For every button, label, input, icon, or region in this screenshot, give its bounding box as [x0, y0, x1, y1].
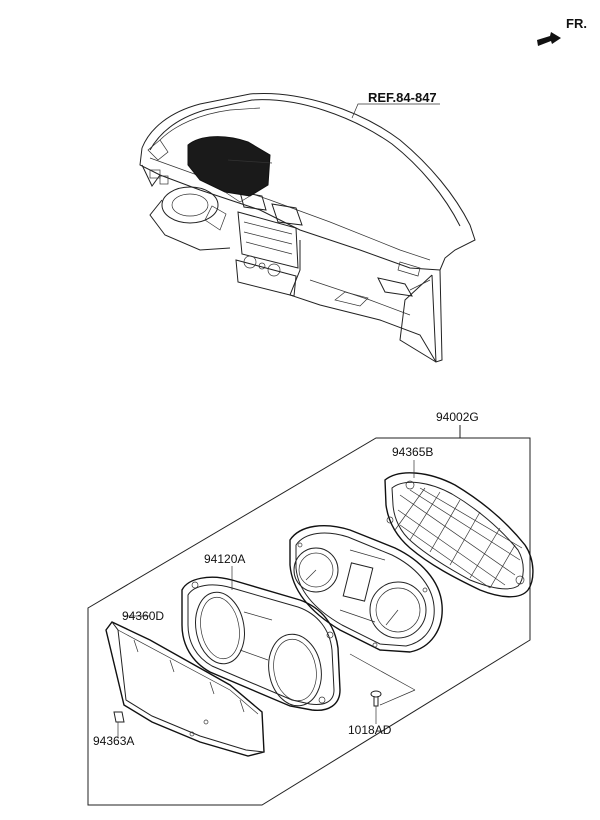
cluster-hood — [187, 136, 271, 197]
part-label-window-cover: 94360D — [122, 609, 164, 623]
assembly-bracket: 94002G — [87, 410, 531, 806]
ref-label: REF.84-847 — [368, 90, 437, 105]
part-label-screw: 1018AD — [348, 723, 392, 737]
window-cover: 94360D — [105, 609, 265, 757]
gauge-board — [289, 525, 443, 653]
clip: 94363A — [93, 711, 134, 748]
part-label-front-glass-case: 94120A — [204, 552, 245, 566]
direction-label: FR. — [566, 16, 587, 31]
arrow-right-icon — [537, 32, 561, 46]
part-label-assembly: 94002G — [436, 410, 479, 424]
direction-indicator: FR. — [537, 16, 587, 46]
front-glass-case: 94120A — [181, 552, 341, 712]
dashboard-illustration: REF.84-847 — [139, 90, 476, 363]
part-label-rear-case: 94365B — [392, 445, 433, 459]
rear-case: 94365B — [384, 445, 534, 598]
screw: 1018AD — [348, 653, 416, 737]
part-label-clip: 94363A — [93, 734, 134, 748]
